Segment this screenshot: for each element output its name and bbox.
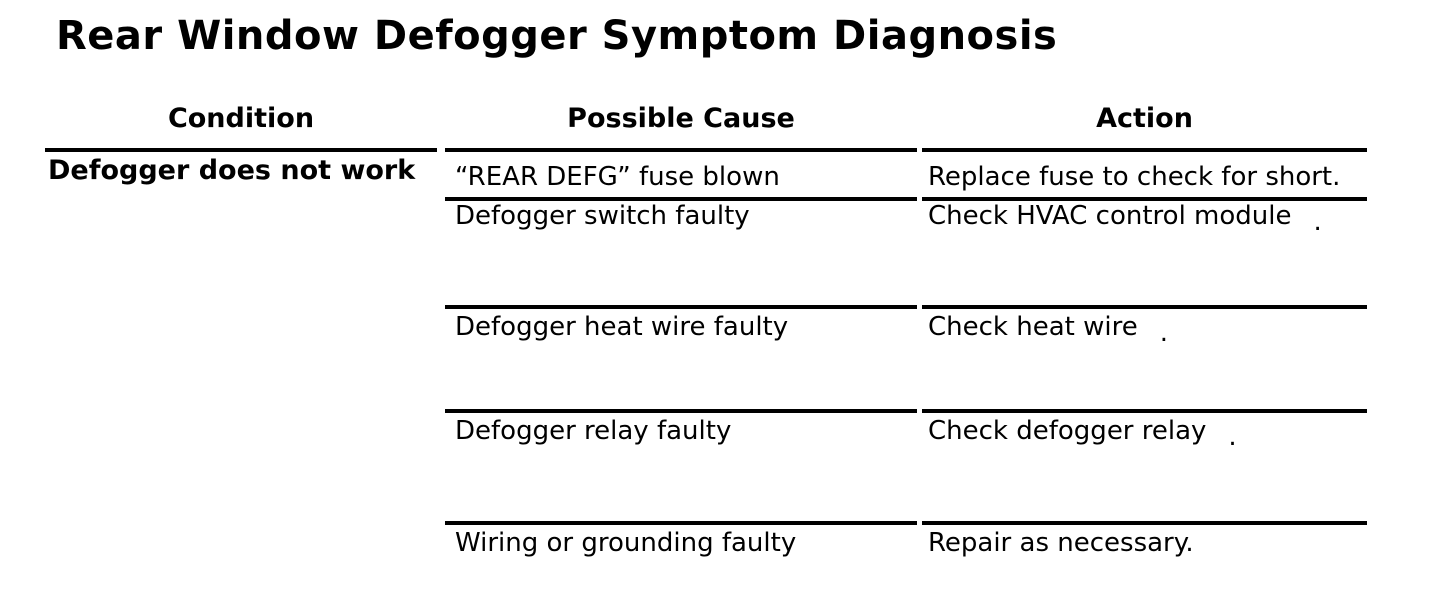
row-divider-cause <box>445 197 917 201</box>
row-divider-action <box>922 409 1367 413</box>
row-divider-action <box>922 305 1367 309</box>
header-underline-action <box>922 148 1367 152</box>
action-cell: Check heat wire. <box>928 312 1168 348</box>
cause-cell: “REAR DEFG” fuse blown <box>455 162 780 192</box>
action-cell: Replace fuse to check for short. <box>928 162 1362 192</box>
column-header-possible-cause: Possible Cause <box>567 103 795 134</box>
cause-cell: Wiring or grounding faulty <box>455 528 797 558</box>
action-text: Repair as necessary. <box>928 528 1194 558</box>
column-header-action: Action <box>1096 103 1193 134</box>
action-cell: Check defogger relay. <box>928 416 1237 452</box>
action-text: Replace fuse to check for short. <box>928 162 1341 192</box>
cause-cell: Defogger relay faulty <box>455 416 732 446</box>
row-divider-cause <box>445 521 917 525</box>
action-cell: Repair as necessary. <box>928 528 1216 558</box>
header-underline-cause <box>445 148 917 152</box>
action-period: . <box>1313 207 1322 237</box>
condition-cell: Defogger does not work <box>48 155 416 186</box>
action-period: . <box>1228 422 1237 452</box>
row-divider-action <box>922 197 1367 201</box>
action-text: Check defogger relay <box>928 416 1207 446</box>
page-title: Rear Window Defogger Symptom Diagnosis <box>56 13 1058 59</box>
action-text: Check HVAC control module <box>928 201 1292 231</box>
cause-cell: Defogger heat wire faulty <box>455 312 789 342</box>
action-period: . <box>1159 318 1168 348</box>
action-text: Check heat wire <box>928 312 1138 342</box>
row-divider-action <box>922 521 1367 525</box>
row-divider-cause <box>445 409 917 413</box>
column-header-condition: Condition <box>167 103 315 134</box>
cause-cell: Defogger switch faulty <box>455 201 750 231</box>
row-divider-cause <box>445 305 917 309</box>
header-underline-condition <box>45 148 437 152</box>
action-cell: Check HVAC control module. <box>928 201 1322 237</box>
